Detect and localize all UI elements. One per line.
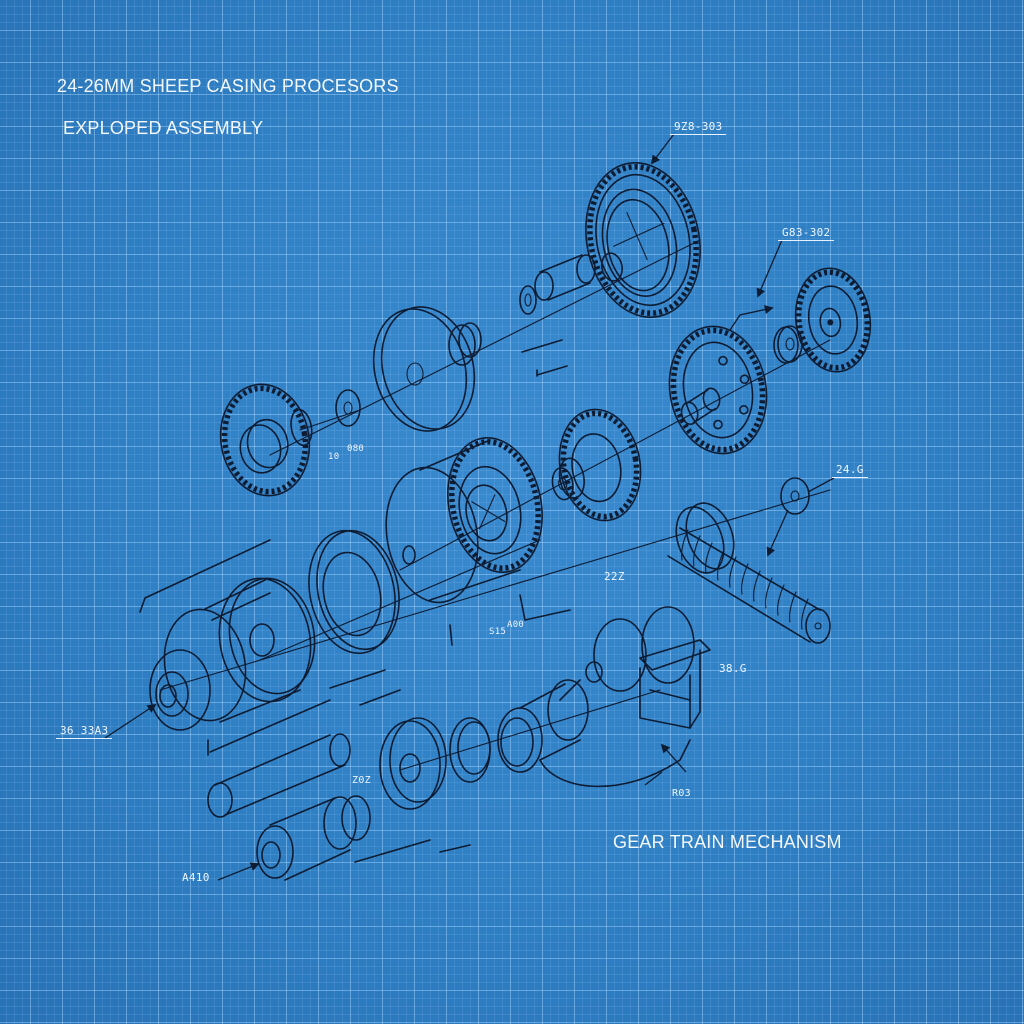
shaft-roller bbox=[207, 733, 351, 818]
drawing-subtitle: EXPLOPED ASSEMBLY bbox=[63, 118, 264, 138]
small-brackets bbox=[521, 339, 568, 377]
worm-screw-shaft bbox=[667, 502, 831, 644]
leader-lines bbox=[104, 133, 835, 881]
dimension-label-worm-shaft: 22Z bbox=[604, 570, 625, 583]
ring-disc bbox=[308, 529, 400, 655]
bearing-roller bbox=[256, 795, 371, 881]
lower-brackets bbox=[329, 594, 571, 863]
right-upper-gear bbox=[794, 267, 872, 373]
clamp-sleeve bbox=[497, 679, 691, 788]
dimension-label-bracket: 38.G bbox=[719, 662, 747, 675]
left-spur-gear bbox=[219, 383, 313, 497]
mounting-bracket bbox=[559, 606, 711, 729]
dimension-label-clamp: R03 bbox=[672, 788, 691, 799]
dimension-label-roller-b: A410 bbox=[182, 871, 210, 884]
mechanism-label: GEAR TRAIN MECHANISM bbox=[613, 832, 842, 852]
dimension-label-left-gear-b: 080 bbox=[347, 444, 365, 454]
small-washer-left bbox=[335, 389, 361, 427]
dimension-label-left-gear-a: 10 bbox=[328, 452, 340, 462]
dimension-label-roller-a: Z0Z bbox=[352, 775, 371, 786]
assembly-axis-lines bbox=[159, 239, 831, 771]
housing-drum-with-gear bbox=[385, 437, 543, 604]
central-spur-gear bbox=[551, 408, 642, 522]
dimension-label-housing: 36 33A3 bbox=[56, 724, 113, 739]
end-washer bbox=[780, 477, 810, 515]
drawing-title: 24-26MM SHEEP CASING PROCESORS bbox=[57, 76, 399, 96]
top-shaft-cylinder bbox=[519, 254, 596, 315]
right-spacer-washer bbox=[773, 325, 803, 364]
pulley-wheel bbox=[379, 717, 491, 810]
motor-housing-cage bbox=[139, 539, 331, 756]
dimension-label-drum-b: A00 bbox=[507, 620, 525, 630]
large-flange-disc bbox=[372, 306, 482, 432]
right-middle-gear bbox=[668, 325, 768, 455]
dimension-label-right-gear: G83-302 bbox=[778, 226, 835, 241]
dimension-label-washer: 24.G bbox=[832, 463, 868, 478]
dimension-label-drum-a: S15 bbox=[489, 627, 507, 637]
dimension-label-top-gear: 9Z8-303 bbox=[670, 120, 727, 135]
large-top-gear bbox=[585, 162, 701, 318]
